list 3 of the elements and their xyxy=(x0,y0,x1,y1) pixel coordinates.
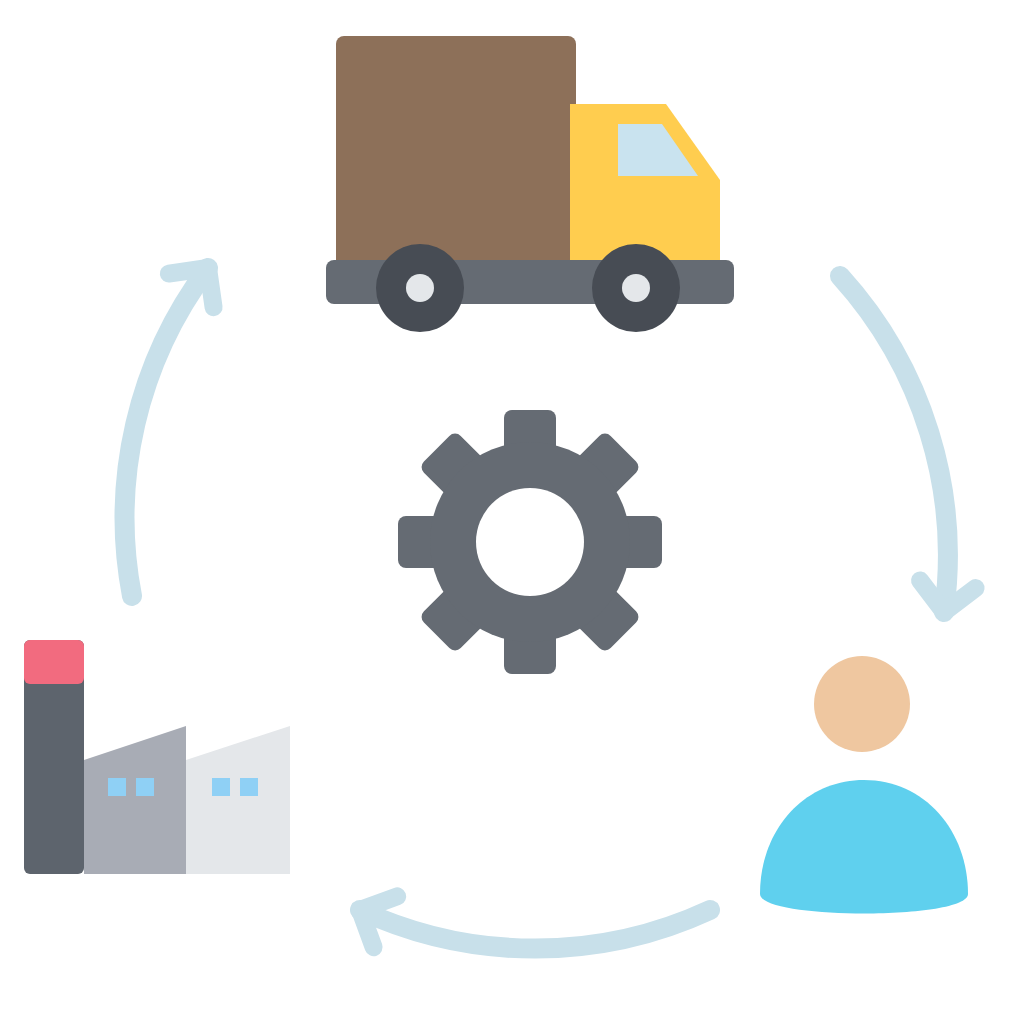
curved-arrow xyxy=(830,266,983,622)
curved-arrow xyxy=(115,258,225,606)
curved-arrow xyxy=(350,885,720,958)
